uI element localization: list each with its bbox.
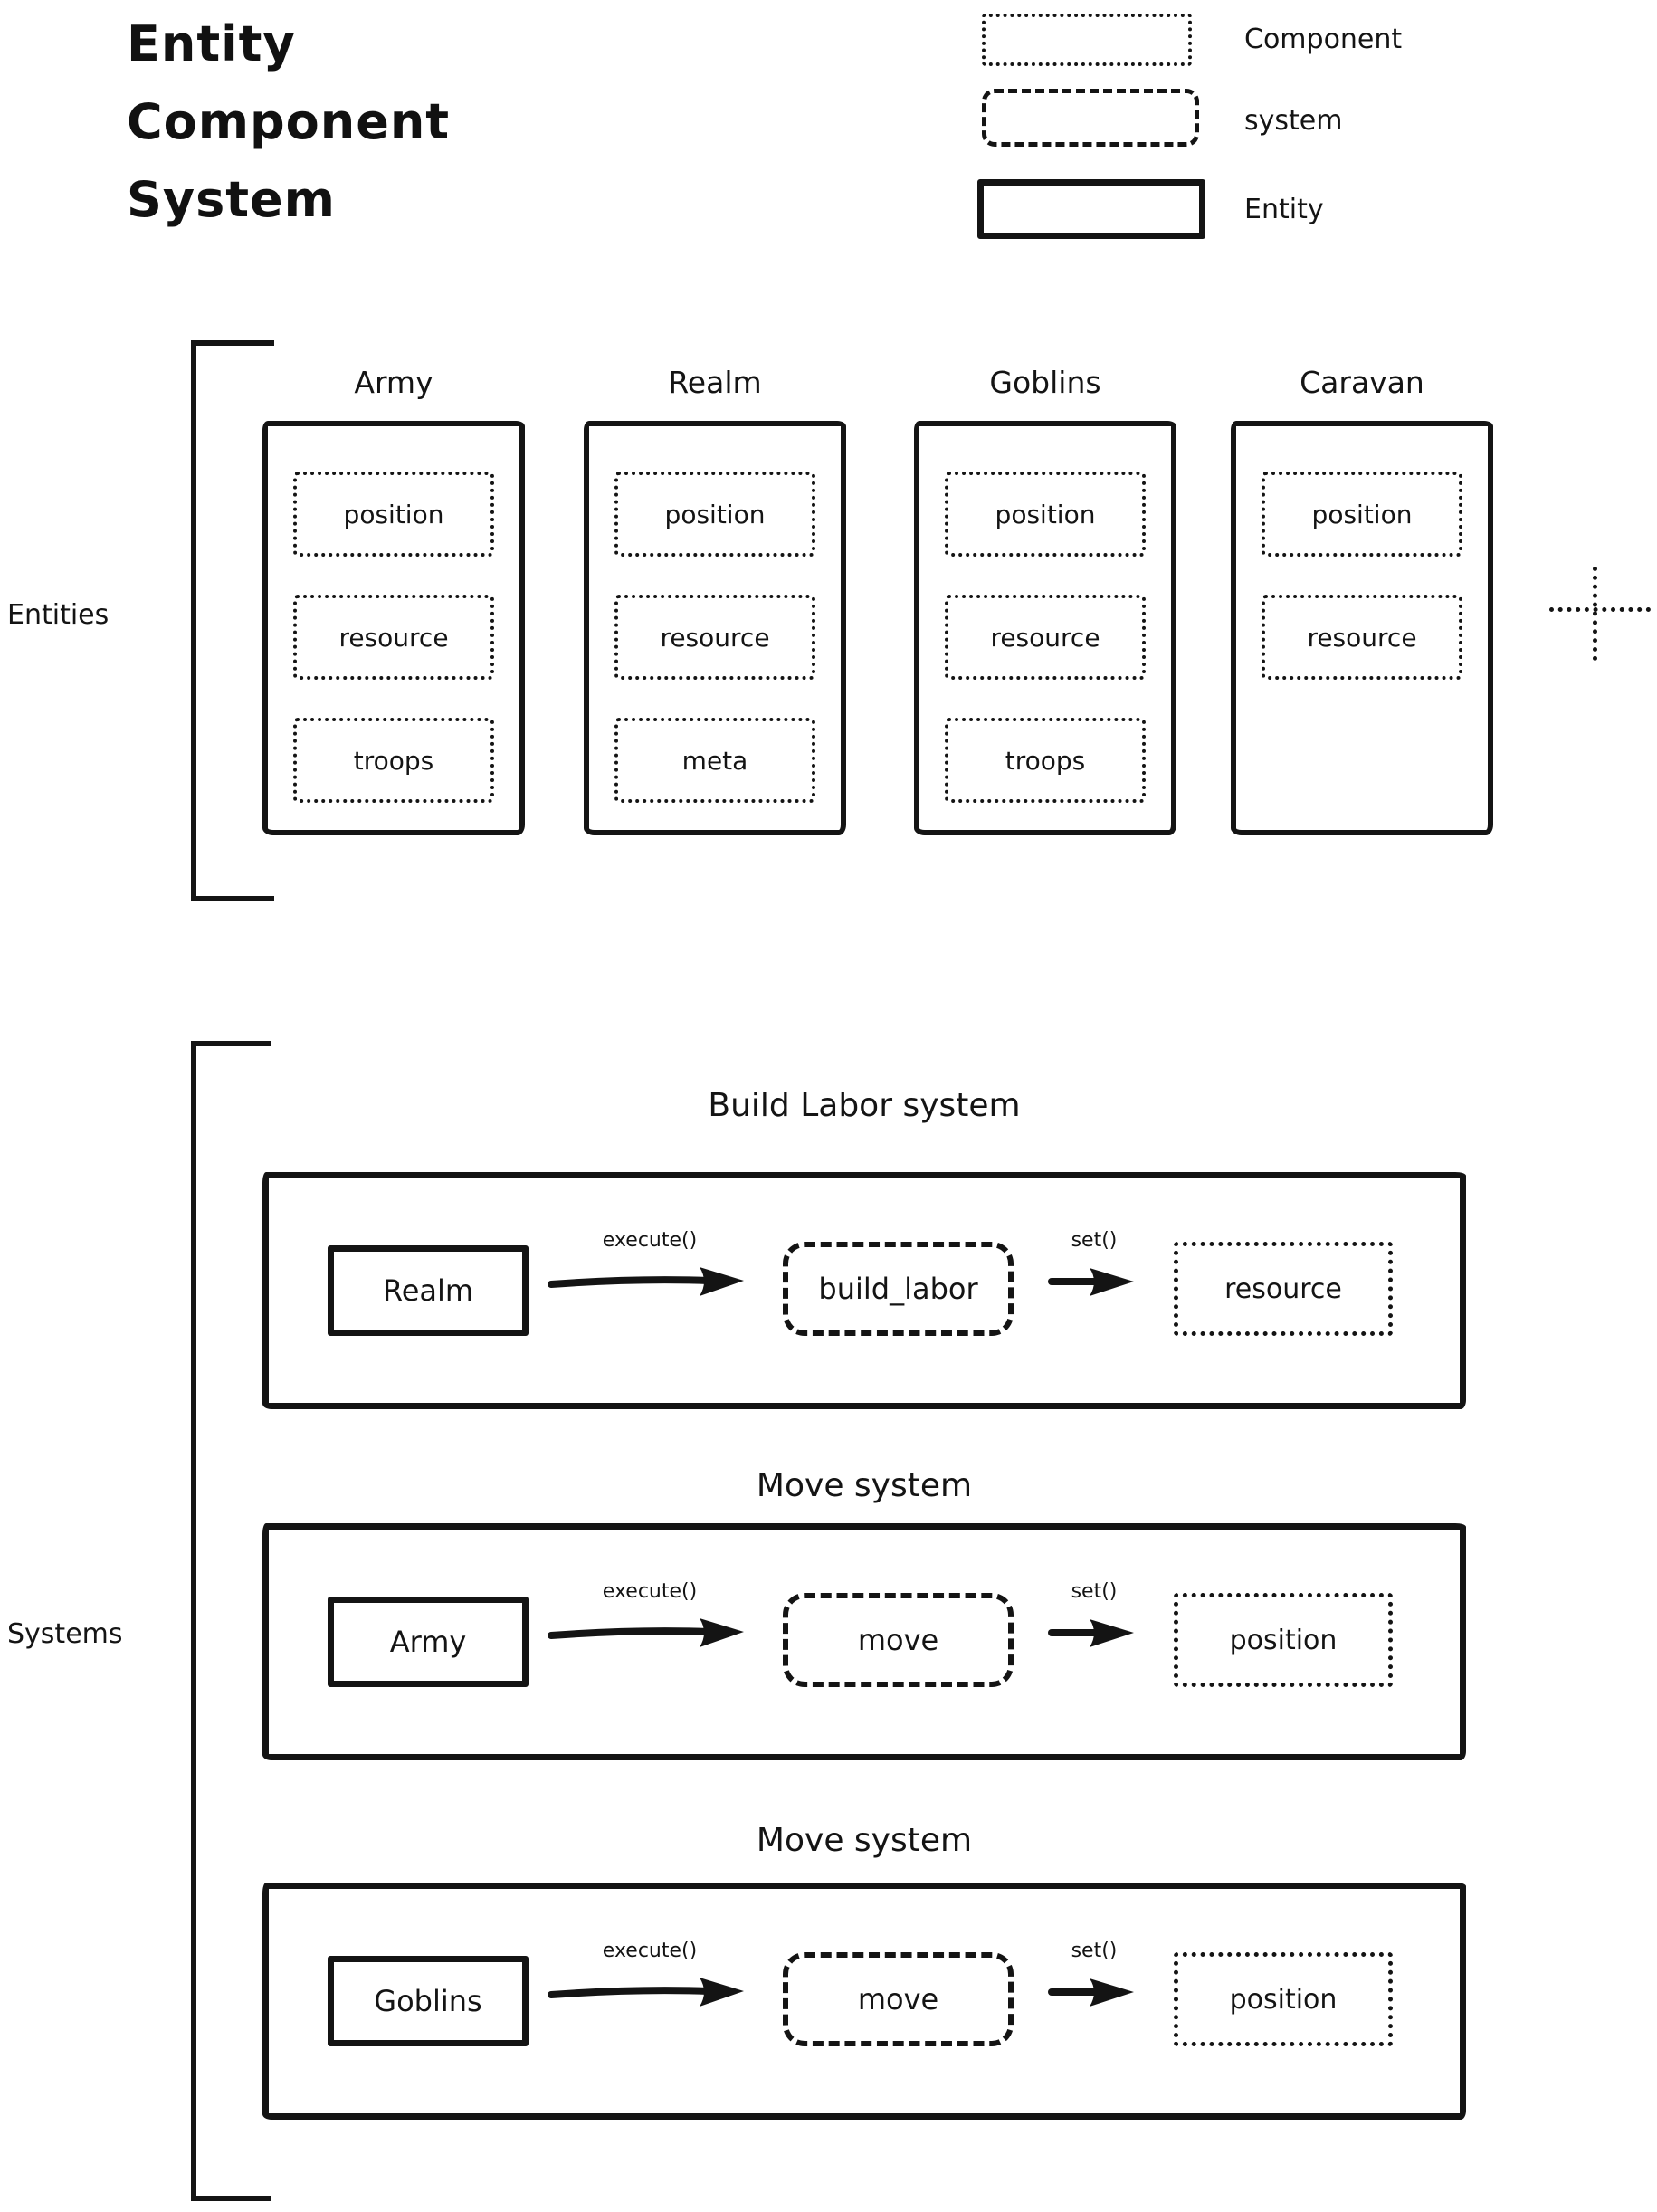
systems-section-label: Systems [7,1618,123,1650]
system-row-build-labor: Build Labor system Realm execute() build… [262,1084,1466,1409]
component-box: position [614,472,815,557]
systems-bracket [191,1041,271,2201]
entity-box: Realm [328,1245,529,1336]
arrow-label: set() [1071,1229,1118,1252]
entities-bracket [191,340,274,901]
entities-section-label: Entities [7,599,110,631]
legend-entity-label: Entity [1244,194,1324,225]
system-function-box: build_labor [783,1242,1014,1336]
system-title: Move system [756,1822,973,1859]
set-arrow [1048,1268,1134,1296]
component-box: meta [614,718,815,803]
legend-entity-swatch [977,179,1205,239]
entity-card: position resource meta [584,421,846,835]
system-function-box: move [783,1952,1014,2046]
component-box: position [1262,472,1462,557]
component-box: troops [293,718,494,803]
system-title: Build Labor system [708,1087,1021,1124]
component-box: position [945,472,1146,557]
arrow-label: execute() [602,1580,698,1603]
entity-card: position resource [1231,421,1493,835]
component-box: resource [945,595,1146,680]
legend-system-label: system [1244,105,1343,137]
dotted-plus-icon [1593,567,1597,661]
entity-card: position resource troops [914,421,1176,835]
component-box: troops [945,718,1146,803]
execute-arrow [548,1978,744,2007]
system-title: Move system [756,1467,973,1504]
arrow-label: execute() [602,1940,698,1962]
entity-title: Realm [668,365,762,400]
entity-box: Goblins [328,1956,529,2046]
execute-arrow-group: execute() [546,1938,754,2012]
arrow-label: set() [1071,1580,1118,1603]
component-box: position [293,472,494,557]
set-arrow [1048,1978,1134,2007]
arrow-label: set() [1071,1940,1118,1962]
dotted-plus-icon [1549,607,1651,612]
entity-column-realm: Realm position resource meta [584,364,846,835]
set-arrow [1048,1619,1134,1647]
system-row-move-army: Move system Army execute() move set() po… [262,1464,1466,1760]
set-arrow-group: set() [1047,1227,1141,1301]
entity-title: Caravan [1300,365,1424,400]
component-box: resource [1174,1242,1393,1336]
system-box: Army execute() move set() position [262,1523,1466,1760]
set-arrow-group: set() [1047,1578,1141,1653]
component-box: resource [293,595,494,680]
set-arrow-group: set() [1047,1938,1141,2012]
component-box: resource [614,595,815,680]
execute-arrow [548,1267,744,1296]
component-box: resource [1262,595,1462,680]
system-row-move-goblins: Move system Goblins execute() move set()… [262,1819,1466,2120]
entity-box: Army [328,1597,529,1687]
system-box: Realm execute() build_labor set() resour… [262,1172,1466,1409]
execute-arrow-group: execute() [546,1227,754,1301]
arrow-label: execute() [602,1229,698,1252]
legend-component-swatch [982,14,1192,66]
execute-arrow-group: execute() [546,1578,754,1653]
entity-title: Army [354,365,433,400]
entity-column-army: Army position resource troops [262,364,525,835]
entity-card: position resource troops [262,421,525,835]
component-box: position [1174,1952,1393,2046]
system-box: Goblins execute() move set() position [262,1883,1466,2120]
page-title: Entity Component System [127,15,451,228]
entity-column-caravan: Caravan position resource [1231,364,1493,835]
component-box: position [1174,1593,1393,1687]
system-function-box: move [783,1593,1014,1687]
legend-system-swatch [982,89,1199,147]
entity-column-goblins: Goblins position resource troops [914,364,1176,835]
entity-title: Goblins [989,365,1101,400]
execute-arrow [548,1618,744,1647]
legend-component-label: Component [1244,24,1403,55]
